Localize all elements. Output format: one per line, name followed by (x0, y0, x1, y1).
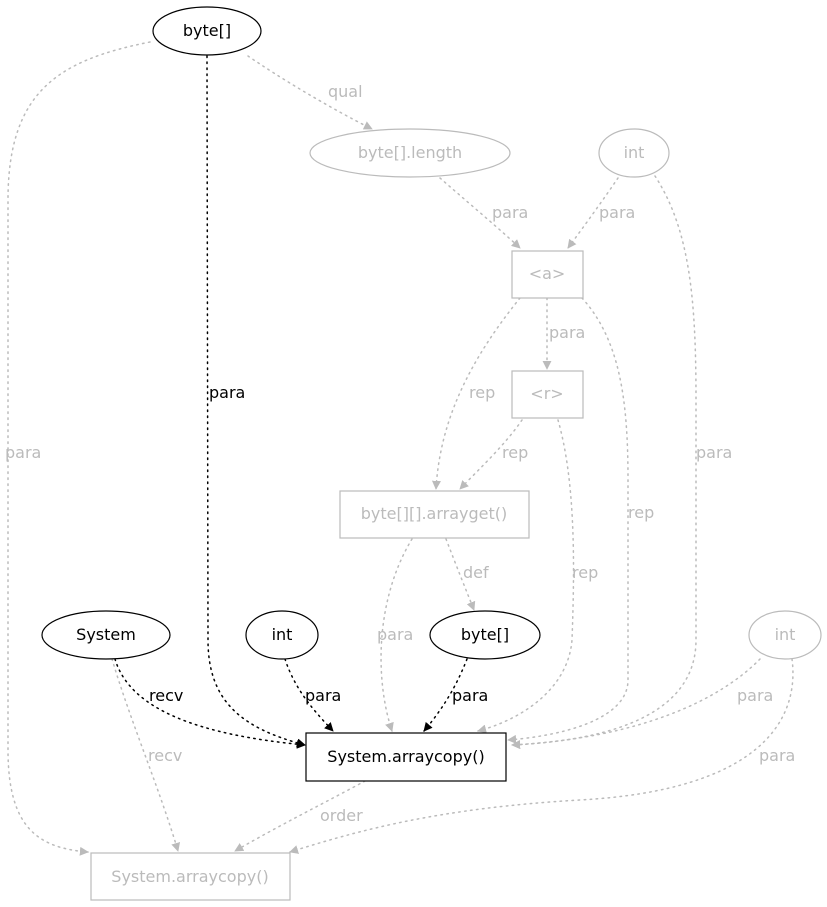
edge-label: rep (502, 443, 528, 462)
edge-label: para (696, 443, 732, 462)
node-arraycopy-bottom: System.arraycopy() (90, 852, 291, 901)
node-label: <a> (529, 264, 566, 283)
edge-para (7, 41, 151, 856)
node-int-top: int (598, 128, 670, 178)
node-label: byte[] (461, 625, 509, 644)
edge-para (206, 55, 306, 748)
edge-label: order (320, 806, 363, 825)
node-int-mid: int (245, 610, 319, 660)
node-byte-array-mid: byte[] (429, 610, 541, 660)
edge-para (289, 658, 794, 854)
edge-label: recv (148, 746, 182, 765)
edge-label: recv (149, 686, 183, 705)
edge-label: para (452, 686, 488, 705)
node-arrayget: byte[][].arrayget() (339, 490, 530, 539)
node-label: int (624, 143, 645, 162)
edge-rep (431, 297, 521, 490)
node-int-right: int (748, 610, 822, 660)
node-label: System (76, 625, 136, 644)
node-arraycopy: System.arraycopy() (305, 732, 507, 782)
node-byte-array-length: byte[].length (309, 128, 511, 178)
edge-recv (111, 658, 181, 852)
edge-para (511, 658, 761, 750)
edge-label: rep (572, 563, 598, 582)
node-byte-array-top: byte[] (152, 6, 262, 56)
edge-rep (459, 419, 523, 490)
edge-label: para (599, 203, 635, 222)
edge-def (445, 538, 476, 611)
edge-para (511, 175, 697, 750)
edge-para (284, 658, 334, 732)
edge-label: para (209, 383, 245, 402)
node-label: System.arraycopy() (111, 867, 268, 886)
node-label: int (272, 625, 293, 644)
edge-rep (507, 297, 629, 744)
edge-qual (247, 55, 373, 130)
node-label: System.arraycopy() (327, 747, 484, 766)
node-label: <r> (530, 384, 563, 403)
edge-recv (114, 658, 306, 749)
edge-label: para (737, 686, 773, 705)
edge-label: para (5, 443, 41, 462)
node-system: System (41, 610, 171, 660)
node-label: int (775, 625, 796, 644)
edge-label: para (759, 746, 795, 765)
edge-label: para (377, 625, 413, 644)
node-r: <r> (511, 370, 584, 419)
node-label: byte[][].arrayget() (361, 504, 508, 523)
edge-rep (477, 419, 575, 734)
node-a: <a> (511, 250, 584, 299)
edge-label: qual (328, 82, 363, 101)
edge-label: para (305, 686, 341, 705)
node-label: byte[].length (358, 143, 462, 162)
edge-label: rep (628, 503, 654, 522)
edge-label: para (549, 323, 585, 342)
edge-label: para (492, 203, 528, 222)
edge-label: def (463, 563, 489, 582)
node-label: byte[] (183, 21, 231, 40)
edge-para (567, 177, 619, 249)
edge-para (380, 538, 413, 732)
edge-label: rep (469, 383, 495, 402)
